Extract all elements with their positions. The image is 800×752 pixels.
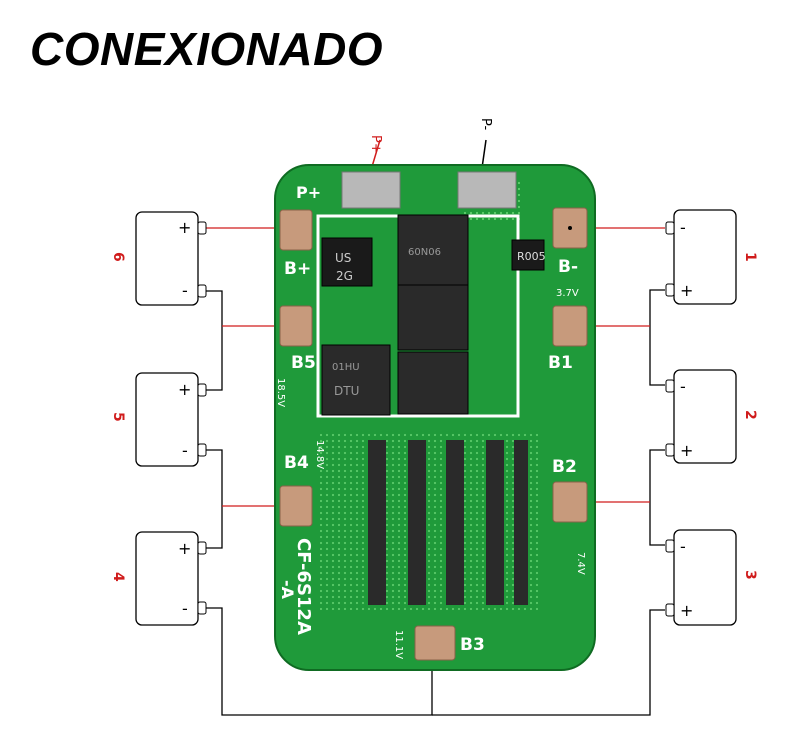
chip-mark-60n06: 60N06 — [408, 247, 441, 258]
battery-cell-5: + - 5 — [110, 372, 207, 467]
voltage-7-4v: 7.4V — [575, 552, 586, 575]
chip-mark-us: US — [335, 251, 351, 265]
chip-mark-2g: 2G — [336, 269, 353, 283]
cell-3-number: 3 — [742, 570, 758, 580]
solder-pads — [279, 207, 588, 661]
pad-label-b5: B5 — [291, 353, 316, 373]
component-rows — [368, 440, 528, 605]
cell-5-bottom-sign: - — [182, 441, 188, 460]
cell-4-bottom-sign: - — [182, 599, 188, 618]
pad-label-b-plus: B+ — [284, 259, 311, 279]
battery-cell-1: - + 1 — [665, 209, 758, 305]
cell-1-number: 1 — [742, 252, 758, 262]
cell-5-top-sign: + — [178, 380, 191, 399]
voltage-11-1v: 11.1V — [393, 630, 404, 659]
cell-3-top-sign: - — [680, 537, 686, 556]
cell-1-bottom-sign: + — [680, 281, 693, 300]
board-model: CF-6S12A — [293, 538, 314, 635]
lead-p-minus-label: P- — [478, 118, 493, 131]
cell-4-number: 4 — [110, 572, 126, 582]
cell-6-bottom-sign: - — [182, 281, 188, 300]
battery-cell-2: - + 2 — [665, 369, 758, 464]
cell-1-top-sign: - — [680, 218, 686, 237]
voltage-3-7v: 3.7V — [556, 288, 579, 299]
wiring — [205, 289, 665, 716]
pad-label-b3: B3 — [460, 635, 485, 655]
pad-label-p-plus: P+ — [296, 183, 321, 202]
chip-mark-dtu: DTU — [334, 384, 359, 398]
battery-cell-4: + - 4 — [110, 531, 207, 626]
cell-2-top-sign: - — [680, 377, 686, 396]
pad-label-b-minus: B- — [558, 257, 578, 277]
voltage-18-5v: 18.5V — [275, 378, 286, 407]
board-model-suffix: -A — [278, 580, 297, 600]
cell-6-top-sign: + — [178, 218, 191, 237]
bms-board: R005 US 2G DTU 60N06 01HU P+ B+ B- B5 — [274, 164, 596, 671]
cell-6-number: 6 — [110, 252, 126, 262]
chip-mark-01hu: 01HU — [332, 362, 360, 373]
cell-4-top-sign: + — [178, 539, 191, 558]
battery-cell-6: + - 6 — [110, 211, 207, 306]
cell-5-number: 5 — [110, 412, 126, 422]
page-title: CONEXIONADO — [30, 23, 384, 75]
battery-cell-3: - + 3 — [665, 529, 758, 626]
lead-p-plus-label: P+ — [368, 135, 383, 154]
cell-2-number: 2 — [742, 410, 758, 420]
pad-label-b1: B1 — [548, 353, 573, 373]
cell-3-bottom-sign: + — [680, 601, 693, 620]
pad-label-b4: B4 — [284, 453, 309, 473]
chip-mark-r005: R005 — [517, 250, 546, 263]
cell-2-bottom-sign: + — [680, 441, 693, 460]
voltage-14-8v: 14.8V — [314, 440, 325, 469]
pad-label-b2: B2 — [552, 457, 577, 477]
